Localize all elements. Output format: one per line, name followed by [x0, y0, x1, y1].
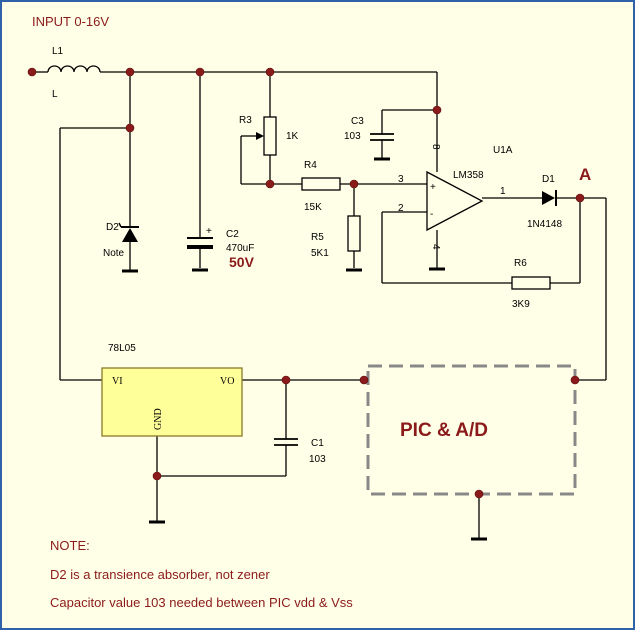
junction-dot	[349, 179, 359, 189]
resistor-r5: R5 5K1	[311, 215, 361, 259]
junction-dot	[265, 179, 275, 189]
c1-ref: C1	[311, 438, 324, 449]
note-line-1: D2 is a transience absorber, not zener	[50, 567, 270, 582]
r4-value: 15K	[304, 202, 322, 213]
junction-dot	[474, 489, 484, 499]
node-a-label: A	[579, 165, 591, 184]
l1-value: L	[52, 89, 58, 100]
note-heading: NOTE:	[50, 538, 90, 553]
junction-dot	[195, 67, 205, 77]
regulator-ref: 78L05	[108, 343, 136, 354]
diode-d2: D2 Note	[103, 222, 139, 259]
c2-polarity: +	[206, 226, 212, 237]
regulator-vi: VI	[112, 376, 123, 387]
r4-ref: R4	[304, 160, 317, 171]
d1-ref: D1	[542, 174, 555, 185]
d2-ref: D2	[106, 222, 119, 233]
d2-value: Note	[103, 248, 125, 259]
u1a-minus: -	[430, 209, 433, 220]
c3-value: 103	[344, 131, 361, 142]
resistor-r4: R4 15K	[301, 160, 341, 213]
junction-dot	[359, 375, 369, 385]
regulator-vo: VO	[220, 376, 234, 387]
note-line-2: Capacitor value 103 needed between PIC v…	[50, 595, 353, 610]
junction-dot	[570, 375, 580, 385]
u1a-pin8: 8	[430, 144, 441, 150]
regulator-78l05: 78L05 VI VO GND	[101, 343, 243, 437]
u1a-pin1: 1	[500, 186, 506, 197]
c3-ref: C3	[351, 116, 364, 127]
potentiometer-r3: R3 1K	[239, 115, 299, 156]
inductor-l1: L1 L	[47, 46, 101, 100]
pic-block: PIC & A/D	[366, 364, 577, 496]
ground-symbols	[122, 157, 487, 541]
c1-value: 103	[309, 454, 326, 465]
input-title: INPUT 0-16V	[32, 14, 109, 29]
junction-dot	[152, 471, 162, 481]
resistor-r6: R6 3K9	[511, 258, 551, 310]
u1a-pin2: 2	[398, 203, 404, 214]
r5-value: 5K1	[311, 248, 329, 259]
c2-voltage: 50V	[229, 254, 255, 270]
junction-dot	[575, 193, 585, 203]
diode-d1: D1 1N4148	[527, 174, 562, 230]
pic-label: PIC & A/D	[400, 420, 488, 441]
u1a-plus: +	[430, 182, 436, 193]
c2-ref: C2	[226, 229, 239, 240]
junction-dot	[432, 105, 442, 115]
capacitor-c1: C1 103	[274, 438, 326, 465]
r6-value: 3K9	[512, 299, 530, 310]
u1a-pin4: 4	[430, 244, 441, 250]
r3-value: 1K	[286, 131, 299, 142]
opamp-u1a: + - 3 2 1 8 4 LM358 U1A	[398, 144, 513, 250]
d1-value: 1N4148	[527, 219, 562, 230]
junctions	[27, 67, 585, 499]
capacitor-c2: + C2 470uF 50V	[187, 226, 255, 270]
c2-value: 470uF	[226, 243, 254, 254]
notes: NOTE: D2 is a transience absorber, not z…	[50, 538, 353, 610]
capacitor-c3: C3 103	[344, 116, 394, 142]
junction-dot	[265, 67, 275, 77]
r6-ref: R6	[514, 258, 527, 269]
u1a-pin3: 3	[398, 174, 404, 185]
junction-dot	[125, 123, 135, 133]
r3-ref: R3	[239, 115, 252, 126]
l1-ref: L1	[52, 46, 64, 57]
regulator-gnd: GND	[153, 408, 164, 430]
junction-dot	[281, 375, 291, 385]
junction-dot	[125, 67, 135, 77]
u1a-ref: U1A	[493, 145, 513, 156]
r5-ref: R5	[311, 232, 324, 243]
junction-dot	[27, 67, 37, 77]
u1a-value: LM358	[453, 170, 484, 181]
